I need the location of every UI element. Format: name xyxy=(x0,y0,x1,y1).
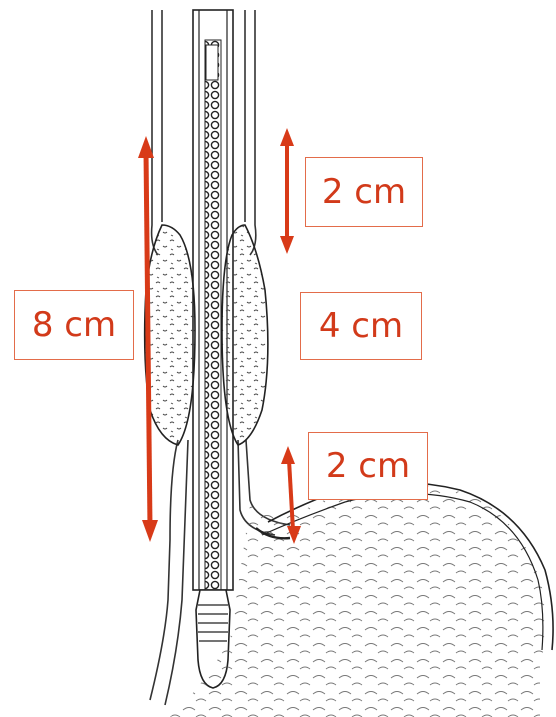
label-lower-segment: 2 cm xyxy=(308,432,428,500)
label-middle-segment: 4 cm xyxy=(300,292,422,360)
balloon-right xyxy=(222,225,268,445)
label-total-length: 8 cm xyxy=(14,290,134,360)
balloon-left xyxy=(145,225,195,445)
label-upper-segment: 2 cm xyxy=(305,157,423,227)
arrow-upper-segment xyxy=(280,128,294,254)
